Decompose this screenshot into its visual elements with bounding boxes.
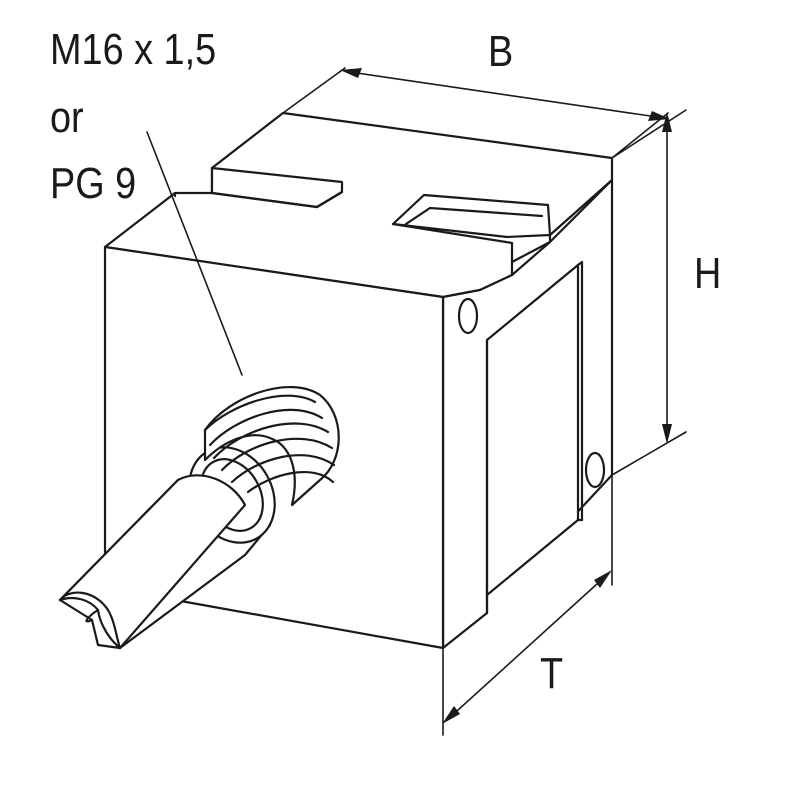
dimension-b [282, 67, 670, 159]
mounting-hole-top [457, 297, 479, 335]
dimension-t-label: T [540, 649, 564, 698]
cable-gland [58, 386, 340, 650]
thread-or-label: or [50, 93, 84, 142]
thread-leader-line [146, 131, 243, 376]
thread-alt-spec-label: PG 9 [50, 159, 137, 208]
housing-side [441, 178, 614, 650]
housing-top [103, 111, 614, 299]
mounting-hole-bottom [584, 451, 606, 489]
dimension-b-label: B [488, 27, 514, 76]
dimension-h-label: H [694, 249, 722, 298]
dimension-h [611, 109, 687, 476]
dimension-t [442, 474, 613, 736]
thread-spec-label: M16 x 1,5 [50, 25, 217, 74]
